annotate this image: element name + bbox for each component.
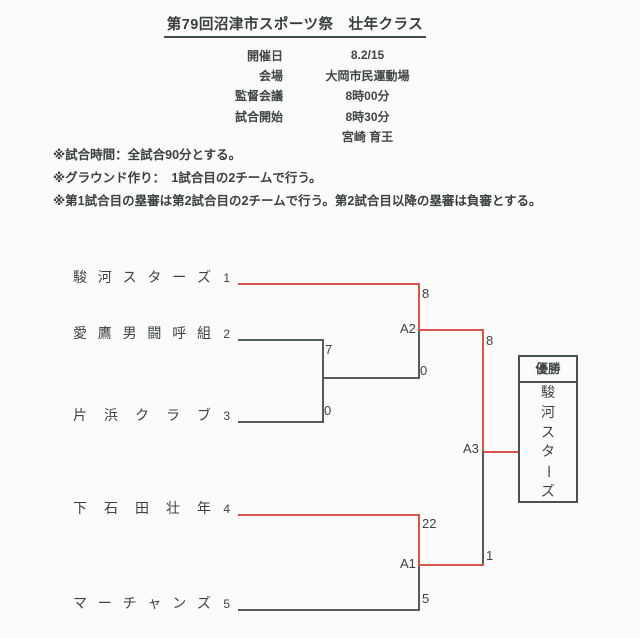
bracket-line	[238, 421, 324, 423]
match-label-a3: A3	[463, 441, 479, 456]
bracket-line	[322, 377, 420, 379]
bracket-line	[418, 283, 420, 331]
page-title: 第79回沼津市スポーツ祭 壮年クラス	[163, 13, 427, 38]
bracket-line	[418, 564, 420, 611]
note-line: ※試合時間：全試合90分とする。	[53, 148, 242, 162]
bracket-line	[418, 514, 420, 566]
score-team5-round1: 5	[422, 591, 430, 606]
team-seed: 4	[223, 502, 230, 516]
info-value: 8時00分	[345, 89, 390, 104]
event-info: 開催日 8.2/15 会場 大岡市民運動場 監督会議 8時00分 試合開始 8時…	[180, 45, 452, 147]
match-label-a2: A2	[400, 321, 416, 336]
score-team3-round1: 0	[324, 403, 332, 418]
team-seed: 3	[223, 409, 230, 423]
team-name: 駿河スターズ	[73, 269, 211, 285]
team-name: 片浜クラブ	[73, 407, 211, 423]
info-value: 8.2/15	[350, 48, 385, 63]
team-seed: 2	[223, 327, 230, 341]
team-row-5: マーチャンズ 5	[73, 595, 231, 612]
bracket-line	[238, 609, 420, 611]
bracket-line	[418, 329, 420, 379]
team-seed: 5	[223, 597, 230, 611]
score-team2-round1: 7	[325, 342, 333, 357]
champion-box: 優勝 駿河スターズ	[518, 355, 578, 503]
match-label-a1: A1	[400, 556, 416, 571]
info-row-venue: 会場 大岡市民運動場	[180, 65, 452, 85]
bracket-line	[482, 329, 484, 453]
page-title-wrap: 第79回沼津市スポーツ祭 壮年クラス	[55, 13, 535, 38]
bracket-line	[418, 329, 484, 331]
info-label: 開催日	[246, 48, 283, 63]
bracket-line	[238, 339, 324, 341]
team-row-2: 愛鷹男闘呼組 2	[73, 325, 231, 342]
score-final-bottom: 1	[486, 548, 494, 563]
bracket-line	[238, 283, 420, 285]
score-m23-winner-semifinal: 0	[420, 363, 428, 378]
info-value: 8時30分	[345, 109, 390, 124]
info-row-date: 開催日 8.2/15	[180, 45, 452, 65]
bracket-line	[322, 339, 324, 423]
info-label: 監督会議	[234, 89, 283, 104]
bracket-line	[482, 451, 484, 566]
team-row-4: 下石田壮年 4	[73, 500, 231, 517]
team-row-1: 駿河スターズ 1	[73, 269, 231, 286]
info-row-start: 試合開始 8時30分	[180, 106, 452, 126]
champion-header: 優勝	[520, 357, 576, 383]
champion-name: 駿河スターズ	[540, 384, 557, 499]
note-line: ※グラウンド作り： 1試合目の2チームで行う。	[53, 171, 322, 185]
score-final-top: 8	[486, 333, 494, 348]
team-name: マーチャンズ	[73, 595, 211, 611]
team-seed: 1	[223, 271, 230, 285]
info-value: 大岡市民運動場	[325, 69, 410, 84]
info-row-meeting: 監督会議 8時00分	[180, 86, 452, 106]
team-row-3: 片浜クラブ 3	[73, 407, 231, 424]
info-value: 宮崎 育王	[341, 130, 394, 145]
bracket-line	[482, 451, 520, 453]
team-name: 愛鷹男闘呼組	[73, 325, 211, 341]
notes: ※試合時間：全試合90分とする。 ※グラウンド作り： 1試合目の2チームで行う。…	[53, 144, 541, 213]
info-label: 会場	[258, 69, 283, 84]
note-line: ※第1試合目の塁審は第2試合目の2チームで行う。第2試合目以降の塁審は負審とする…	[53, 194, 542, 208]
team-name: 下石田壮年	[73, 500, 211, 516]
score-team1-semifinal: 8	[422, 286, 430, 301]
bracket-line	[418, 564, 484, 566]
info-label: 試合開始	[234, 109, 283, 124]
bracket-line	[238, 514, 420, 516]
score-team4-round1: 22	[422, 516, 437, 531]
info-row-official: 宮崎 育王	[180, 127, 452, 147]
